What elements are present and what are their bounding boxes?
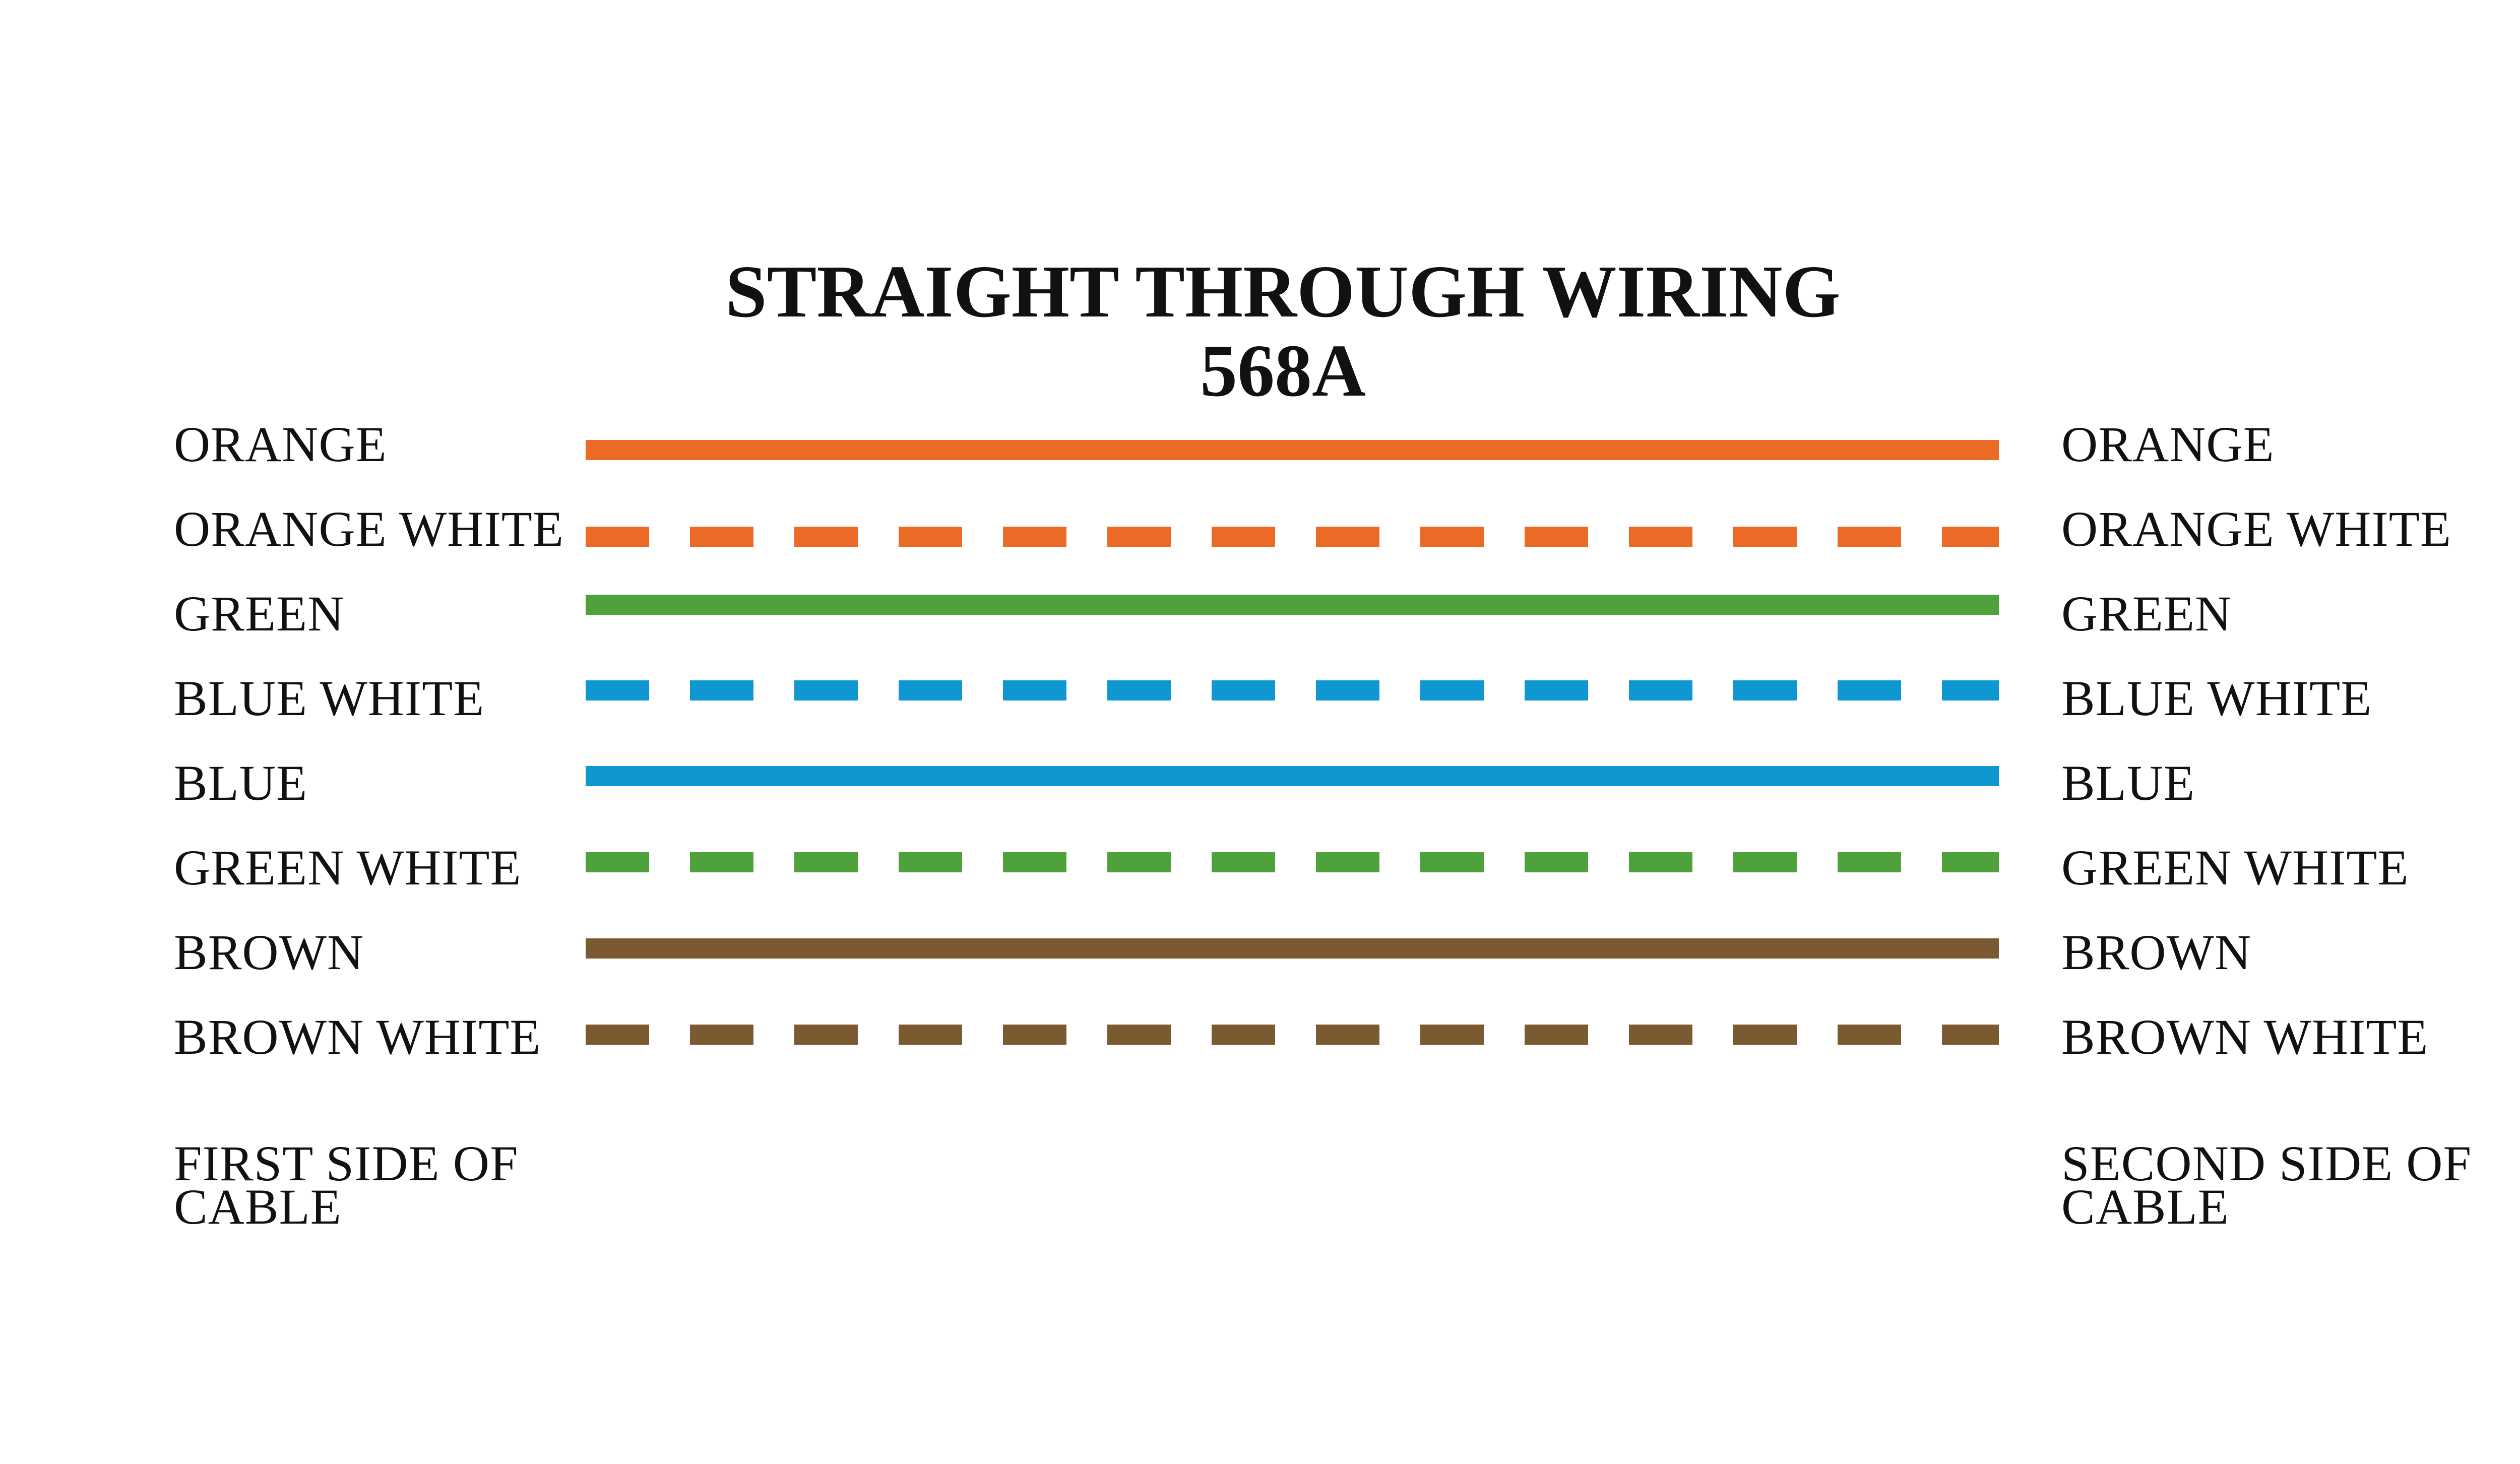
left-label-green: GREEN [174, 586, 345, 642]
first-side-caption: FIRST SIDE OF CABLE [174, 1135, 519, 1235]
left-label-green-white: GREEN WHITE [174, 840, 522, 896]
first-side-caption-line2: CABLE [174, 1179, 342, 1235]
left-label-brown-white: BROWN WHITE [174, 1009, 541, 1065]
second-side-caption-line2: CABLE [2061, 1179, 2229, 1235]
left-label-blue: BLUE [174, 755, 308, 811]
diagram-subtitle: 568A [1200, 330, 1366, 412]
first-side-caption-line1: FIRST SIDE OF [174, 1135, 519, 1191]
second-side-caption: SECOND SIDE OF CABLE [2061, 1135, 2472, 1235]
left-label-blue-white: BLUE WHITE [174, 670, 485, 726]
second-side-caption-line1: SECOND SIDE OF [2061, 1135, 2472, 1191]
right-label-green-white: GREEN WHITE [2061, 840, 2409, 896]
left-label-orange: ORANGE [174, 416, 387, 472]
right-label-brown-white: BROWN WHITE [2061, 1009, 2429, 1065]
right-label-orange-white: ORANGE WHITE [2061, 501, 2451, 557]
left-label-orange-white: ORANGE WHITE [174, 501, 564, 557]
right-label-blue-white: BLUE WHITE [2061, 670, 2372, 726]
left-label-brown: BROWN [174, 924, 364, 980]
right-label-brown: BROWN [2061, 924, 2252, 980]
right-label-green: GREEN [2061, 586, 2232, 642]
right-label-orange: ORANGE [2061, 416, 2275, 472]
right-label-blue: BLUE [2061, 755, 2195, 811]
diagram-title: STRAIGHT THROUGH WIRING [725, 250, 1841, 333]
